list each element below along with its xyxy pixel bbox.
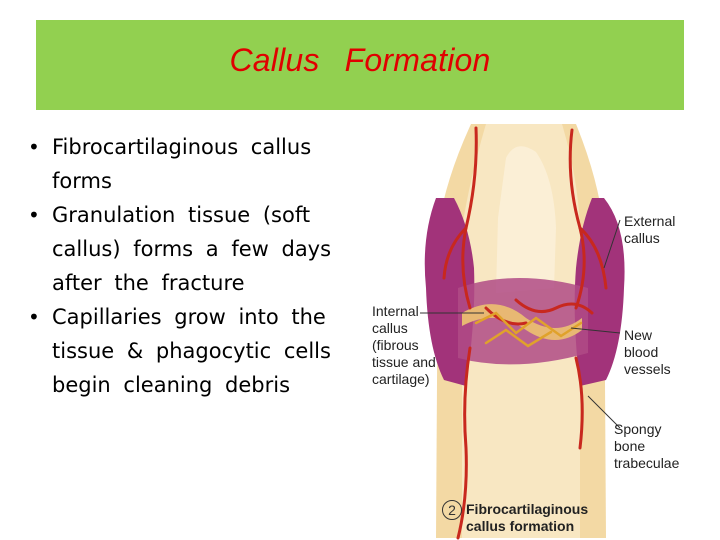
bullet-item: • Granulation tissue (soft callus) forms… <box>26 198 356 300</box>
caption-number-badge: 2 <box>442 500 462 520</box>
title-banner: Callus Formation <box>36 20 684 110</box>
slide-title: Callus Formation <box>36 42 684 79</box>
bullet-text: Granulation tissue (soft callus) forms a… <box>52 203 331 295</box>
figure-caption: Fibrocartilaginous callus formation <box>466 501 588 535</box>
internal-callus-label: Internal callus (fibrous tissue and cart… <box>372 303 436 388</box>
bullet-text: Fibrocartilaginous callus forms <box>52 135 311 193</box>
bullet-item: • Fibrocartilaginous callus forms <box>26 130 356 198</box>
bullet-text: Capillaries grow into the tissue & phago… <box>52 305 331 397</box>
bullet-dot-icon: • <box>28 198 40 232</box>
bullet-list: • Fibrocartilaginous callus forms • Gran… <box>26 130 356 402</box>
new-blood-vessels-label: New blood vessels <box>624 327 671 378</box>
external-callus-label: External callus <box>624 213 675 247</box>
bullet-dot-icon: • <box>28 130 40 164</box>
bullet-dot-icon: • <box>28 300 40 334</box>
spongy-bone-label: Spongy bone trabeculae <box>614 421 679 472</box>
bullet-item: • Capillaries grow into the tissue & pha… <box>26 300 356 402</box>
